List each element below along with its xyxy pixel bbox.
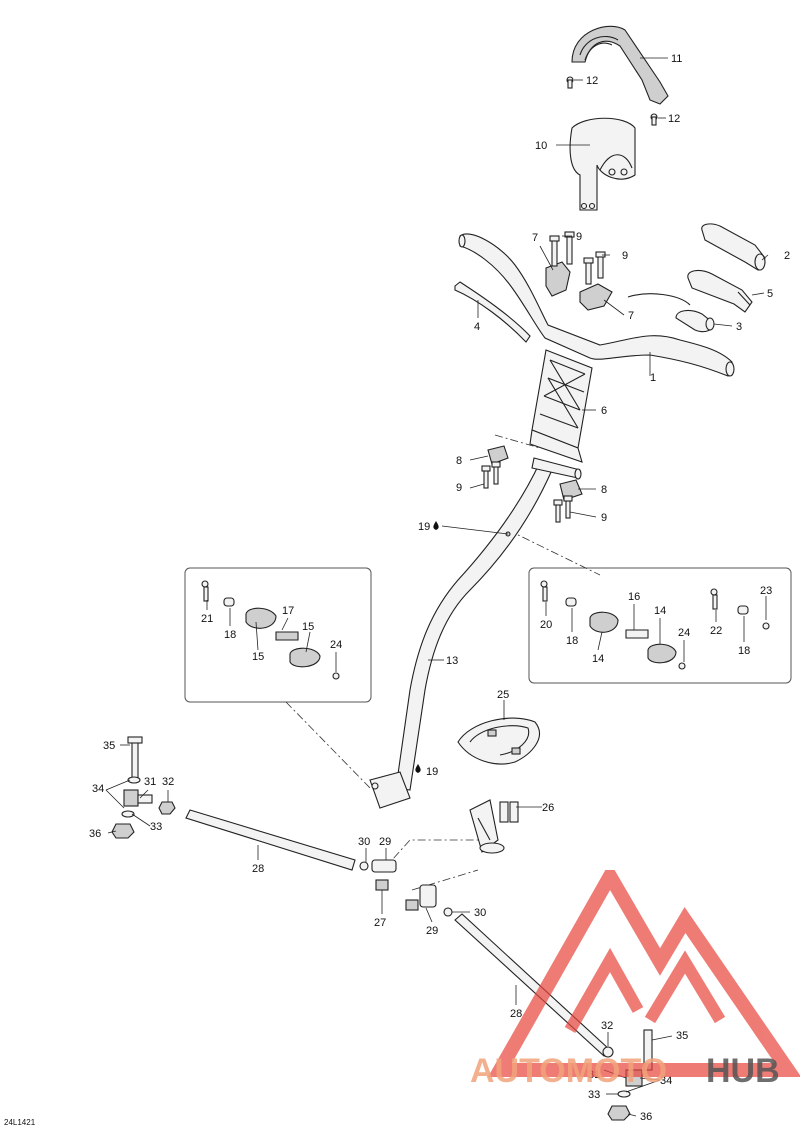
- wire-part: [627, 293, 691, 306]
- callout-8: 8: [456, 455, 462, 467]
- reference-line: [382, 839, 480, 871]
- callout-19: 19: [426, 766, 438, 778]
- lubricant-drop-icon: [415, 764, 421, 773]
- callout-18: 18: [224, 629, 236, 641]
- callout-5: 5: [767, 288, 773, 300]
- callout-4: 4: [474, 321, 480, 333]
- callout-22: 22: [710, 625, 722, 637]
- callout-36: 36: [640, 1111, 652, 1123]
- watermark-text-automoto: AUTOMOTO: [470, 1052, 667, 1090]
- callout-labels: 11 12 12 10 7 9 9 2 5 4 7 3 1 6 8 9 8 9 …: [89, 53, 790, 1123]
- pitman-bracket-part: [469, 799, 519, 854]
- reference-line: [507, 529, 601, 576]
- callout-7: 7: [532, 232, 538, 244]
- grip-part: [701, 223, 766, 271]
- callout-31: 31: [144, 776, 156, 788]
- callout-10: 10: [535, 140, 547, 152]
- rod-end-part: [359, 859, 453, 917]
- grip-part: [687, 269, 753, 313]
- callout-33: 33: [588, 1089, 600, 1101]
- callout-9: 9: [601, 512, 607, 524]
- callout-13: 13: [446, 655, 458, 667]
- handlebar-part: [458, 233, 735, 377]
- callout-29: 29: [426, 925, 438, 937]
- callout-2: 2: [784, 250, 790, 262]
- callout-28: 28: [510, 1008, 522, 1020]
- drawing-code: 24L1421: [4, 1118, 36, 1127]
- callout-11: 11: [671, 53, 682, 65]
- callout-15: 15: [252, 651, 264, 663]
- callout-34: 34: [660, 1075, 672, 1087]
- callout-9: 9: [622, 250, 628, 262]
- grab-handle-part: [571, 25, 669, 105]
- reference-line: [285, 701, 373, 791]
- callout-9: 9: [456, 482, 462, 494]
- callout-30: 30: [358, 836, 370, 848]
- callout-34: 34: [92, 783, 104, 795]
- callout-12: 12: [668, 113, 680, 125]
- callout-3: 3: [736, 321, 742, 333]
- callout-16: 16: [628, 591, 640, 603]
- callout-6: 6: [601, 405, 607, 417]
- lower-clamp-part: [487, 445, 583, 501]
- callout-35: 35: [103, 740, 115, 752]
- watermark-text-hub: HUB: [706, 1052, 780, 1090]
- right-inset-parts: [540, 580, 770, 670]
- bolt-part: [481, 461, 573, 523]
- callout-1: 1: [650, 372, 656, 384]
- callout-14: 14: [654, 605, 666, 617]
- callout-25: 25: [497, 689, 509, 701]
- throttle-cable-part: [454, 281, 531, 343]
- callout-15: 15: [302, 621, 314, 633]
- riser-part: [529, 349, 593, 463]
- callout-18: 18: [738, 645, 750, 657]
- callout-19: 19: [418, 521, 430, 533]
- callout-36: 36: [89, 828, 101, 840]
- steering-column-part: [369, 457, 582, 809]
- watermark-logo-icon: [487, 870, 800, 1077]
- callout-14: 14: [592, 653, 604, 665]
- callout-9: 9: [576, 231, 582, 243]
- plate-part: [457, 717, 541, 765]
- bolt-part: [549, 231, 606, 285]
- reference-line: [494, 434, 541, 449]
- lubricant-drop-icon: [433, 521, 439, 530]
- left-inset-parts: [201, 580, 340, 680]
- callout-7: 7: [628, 310, 634, 322]
- callout-24: 24: [330, 639, 342, 651]
- callout-26: 26: [542, 802, 554, 814]
- callout-21: 21: [201, 613, 213, 625]
- callout-23: 23: [760, 585, 772, 597]
- callout-18: 18: [566, 635, 578, 647]
- callout-28: 28: [252, 863, 264, 875]
- callout-27: 27: [374, 917, 386, 929]
- callout-17: 17: [282, 605, 294, 617]
- callout-32: 32: [601, 1020, 613, 1032]
- tie-rod-part: [185, 809, 356, 871]
- screw-part: [566, 76, 658, 126]
- upper-clamp-part: [545, 261, 613, 311]
- callout-20: 20: [540, 619, 552, 631]
- callout-24: 24: [678, 627, 690, 639]
- automotohub-watermark: AUTOMOTO HUB: [470, 870, 800, 1090]
- callout-8: 8: [601, 484, 607, 496]
- callout-12: 12: [586, 75, 598, 87]
- callout-33: 33: [150, 821, 162, 833]
- callout-30: 30: [474, 907, 486, 919]
- callout-32: 32: [162, 776, 174, 788]
- ball-joint-part: [111, 736, 176, 839]
- callout-29: 29: [379, 836, 391, 848]
- callout-35: 35: [676, 1030, 688, 1042]
- handlebar-pad-part: [569, 117, 636, 211]
- grip-insert-part: [675, 309, 715, 333]
